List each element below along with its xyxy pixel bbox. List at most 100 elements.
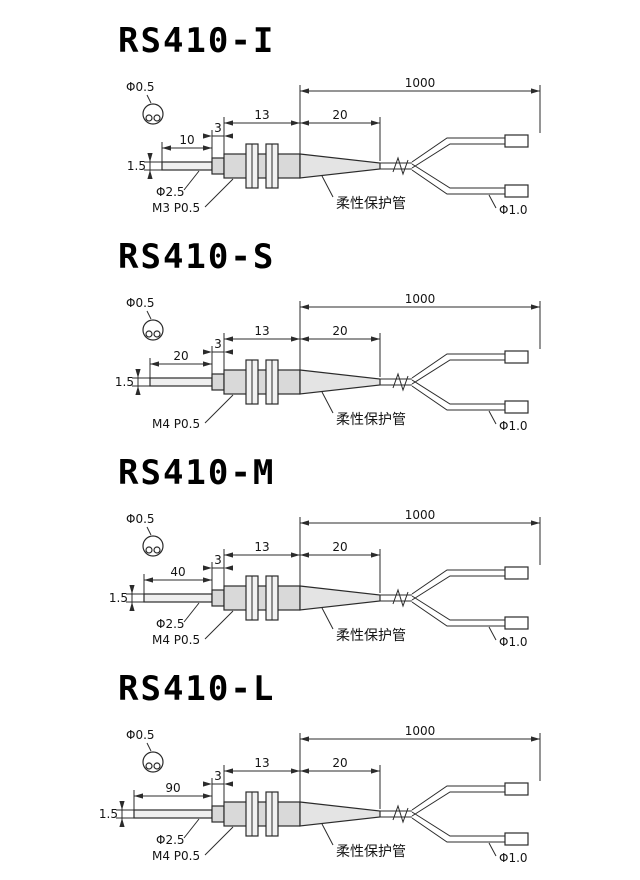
cross-section-core-left-icon (145, 546, 153, 554)
dim-thread-length: 13 (223, 540, 300, 588)
sensor-lead (143, 593, 213, 603)
arrow-icon (224, 552, 233, 558)
dim-thread-length: 13 (223, 756, 300, 804)
model-drawing: RS410-M Φ0.5 1000 13 (109, 453, 541, 649)
flange-width-label: 3 (214, 769, 222, 783)
arrow-icon (531, 88, 540, 94)
thread-length-label: 13 (254, 324, 269, 338)
lead-dim-arrow-left (162, 145, 171, 151)
fiber-diameter-label: Φ1.0 (499, 203, 528, 217)
cross-section-outer-circle-icon (142, 103, 164, 125)
leader-line (146, 94, 152, 104)
leader-line (204, 826, 234, 856)
fiber-branch-upper (411, 137, 505, 169)
thread-length-label: 13 (254, 540, 269, 554)
thread-spec-label: M4 P0.5 (152, 633, 200, 647)
fiber-cable (380, 566, 529, 630)
model-title: RS410-M (118, 453, 275, 493)
dim-cable-length: 1000 (299, 292, 541, 370)
arrow-icon (224, 133, 233, 139)
dim-tube-length: 20 (300, 324, 381, 377)
fiber-cable (380, 782, 529, 846)
lead-height-arrow-bottom (147, 170, 153, 179)
lead-diameter-label: Φ2.5 (156, 185, 185, 199)
dim-lead-height: 1.5 (115, 369, 150, 395)
tube-length-label: 20 (332, 108, 347, 122)
flexible-tube-group: 柔性保护管 (321, 607, 406, 644)
arrow-icon (371, 552, 380, 558)
flexible-tube-taper (299, 585, 381, 611)
tube-length-label: 20 (332, 324, 347, 338)
fiber-tip-lower (504, 184, 529, 198)
fiber-diameter-label: Φ1.0 (499, 851, 528, 865)
cable-length-label: 1000 (405, 508, 436, 522)
sensor-flange (211, 589, 225, 607)
dim-tube-length: 20 (300, 756, 381, 809)
dim-tube-length: 20 (300, 540, 381, 593)
fiber-tip-upper (504, 782, 529, 796)
cross-section-core-left-icon (145, 114, 153, 122)
arrow-icon (203, 349, 212, 355)
sensor-lead (133, 809, 213, 819)
arrow-icon (203, 781, 212, 787)
dim-lead-height: 1.5 (99, 801, 134, 827)
thread-length-label: 13 (254, 108, 269, 122)
fiber-cross-section: Φ0.5 (126, 512, 164, 557)
arrow-icon (300, 520, 309, 526)
dim-lead-length: 90 (133, 781, 212, 810)
leader-line (146, 526, 152, 536)
fiber-tip-lower (504, 400, 529, 414)
arrow-icon (224, 349, 233, 355)
leader-line (321, 823, 334, 846)
arrow-icon (531, 304, 540, 310)
lead-diameter-group: Φ2.5 (156, 602, 200, 631)
arrow-icon (371, 120, 380, 126)
lead-diameter-group: Φ2.5 (156, 818, 200, 847)
lead-dim-arrow-left (150, 361, 159, 367)
dim-flange-width: 3 (203, 553, 233, 592)
lead-length-label: 10 (179, 133, 194, 147)
arrow-icon (203, 577, 212, 583)
dim-flange-width: 3 (203, 121, 233, 160)
lead-height-label: 1.5 (99, 807, 118, 821)
model-title: RS410-L (118, 669, 275, 709)
cross-section-core-right-icon (153, 762, 161, 770)
arrow-icon (224, 781, 233, 787)
fiber-branch-lower (411, 379, 505, 411)
leader-line (183, 818, 200, 839)
lead-diameter-label: Φ2.5 (156, 617, 185, 631)
lead-height-label: 1.5 (109, 591, 128, 605)
cross-section-core-right-icon (153, 546, 161, 554)
dim-cable-length: 1000 (299, 724, 541, 802)
leader-line (204, 178, 234, 208)
tip-diameter-label: Φ0.5 (126, 512, 155, 526)
lead-height-arrow-top (129, 585, 135, 594)
cable-break-icon (392, 588, 409, 608)
fiber-diameter-group: Φ1.0 (488, 842, 528, 865)
sensor-flange (211, 157, 225, 175)
dim-lead-length: 20 (149, 349, 212, 378)
leader-line (204, 394, 234, 424)
leader-line (183, 602, 200, 623)
fiber-tip-upper (504, 566, 529, 580)
lead-dim-arrow-left (144, 577, 153, 583)
cross-section-core-right-icon (153, 114, 161, 122)
dim-lead-height: 1.5 (109, 585, 144, 611)
lead-height-arrow-top (135, 369, 141, 378)
dim-lead-height: 1.5 (127, 153, 162, 179)
arrow-icon (300, 552, 309, 558)
sensor-threaded-body (223, 153, 301, 179)
cross-section-outer-circle-icon (142, 535, 164, 557)
flexible-tube-group: 柔性保护管 (321, 175, 406, 212)
tube-length-label: 20 (332, 756, 347, 770)
arrow-icon (203, 133, 212, 139)
cross-section-core-left-icon (145, 330, 153, 338)
thread-spec-label: M3 P0.5 (152, 201, 200, 215)
flexible-tube-taper (299, 801, 381, 827)
cable-length-label: 1000 (405, 724, 436, 738)
tip-diameter-label: Φ0.5 (126, 80, 155, 94)
sensor-lead (149, 377, 213, 387)
flange-width-label: 3 (214, 553, 222, 567)
flexible-tube-taper (299, 369, 381, 395)
